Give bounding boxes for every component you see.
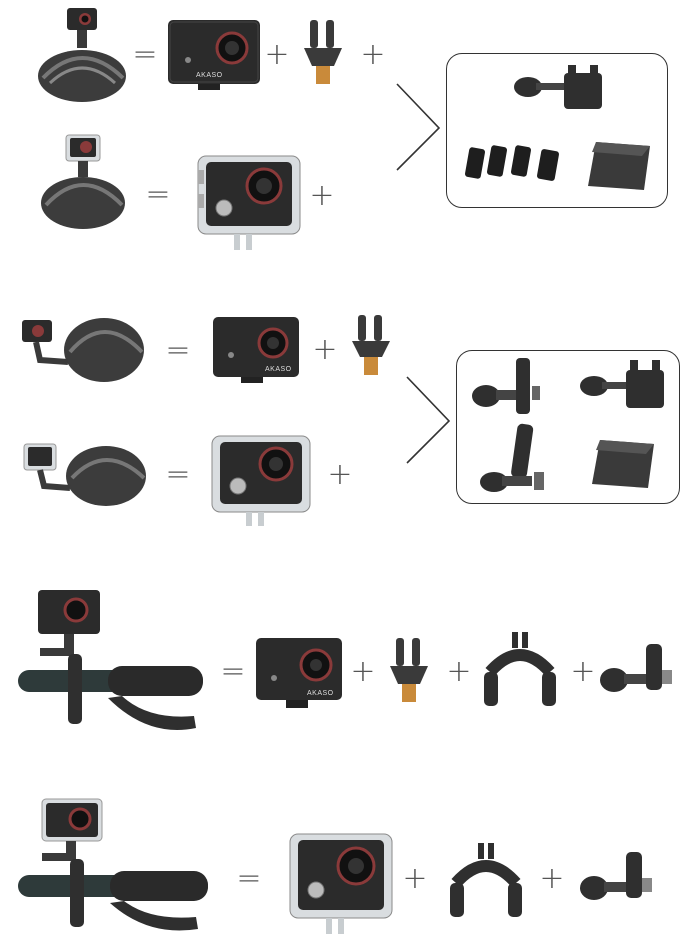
plus-sign: +: [309, 178, 335, 213]
plus-sign: +: [446, 654, 472, 689]
equals-sign: =: [236, 861, 262, 896]
plus-sign: +: [264, 37, 290, 72]
curved-adhesive-mount-image: [592, 440, 654, 488]
camera-image: [256, 638, 342, 708]
buckle-with-thumbscrew-image: [514, 65, 602, 109]
curved-adhesive-mount-image: [588, 142, 650, 190]
plus-sign: +: [402, 861, 428, 896]
plus-sign: +: [570, 654, 596, 689]
waterproof-housing-image: [197, 155, 301, 250]
thumbscrew-arm-image: [580, 852, 652, 900]
equals-sign: =: [145, 177, 171, 212]
extension-arm-image: [472, 358, 540, 414]
thumbscrew-arm-image: [600, 644, 672, 692]
handlebar-mount-image: [484, 632, 556, 706]
helmet-top-camera-image: [38, 8, 126, 102]
buckle-with-thumbscrew-image: [580, 360, 664, 408]
handlebar-housing-image: [18, 798, 208, 931]
waterproof-housing-image: [289, 833, 393, 934]
plus-sign: +: [360, 37, 386, 72]
waterproof-housing-image: [211, 435, 311, 526]
equals-sign: =: [220, 654, 246, 689]
camera-image: [168, 20, 260, 90]
handlebar-camera-image: [18, 590, 203, 730]
camera-brand-label: AKASO: [307, 690, 334, 697]
equals-sign: =: [165, 333, 191, 368]
adhesive-pads-image: [464, 145, 559, 181]
tripod-adapter-image: [304, 20, 342, 84]
accessories-box-1: [446, 53, 668, 208]
helmet-side-housing-image: [23, 443, 146, 506]
camera-image: [213, 317, 299, 383]
plus-sign: +: [539, 861, 565, 896]
equals-sign: =: [165, 457, 191, 492]
helmet-side-camera-image: [22, 318, 144, 382]
tripod-adapter-image: [352, 315, 390, 375]
pivot-arm-image: [480, 423, 544, 492]
plus-sign: +: [312, 332, 338, 367]
bracket-lines: [396, 83, 441, 171]
plus-sign: +: [327, 457, 353, 492]
equals-sign: =: [132, 37, 158, 72]
handlebar-mount-image: [450, 843, 522, 917]
camera-brand-label: AKASO: [265, 366, 292, 373]
camera-brand-label: AKASO: [196, 72, 223, 79]
bracket-lines: [406, 376, 451, 464]
plus-sign: +: [350, 654, 376, 689]
helmet-top-housing-image: [41, 134, 125, 229]
tripod-adapter-image: [390, 638, 428, 702]
